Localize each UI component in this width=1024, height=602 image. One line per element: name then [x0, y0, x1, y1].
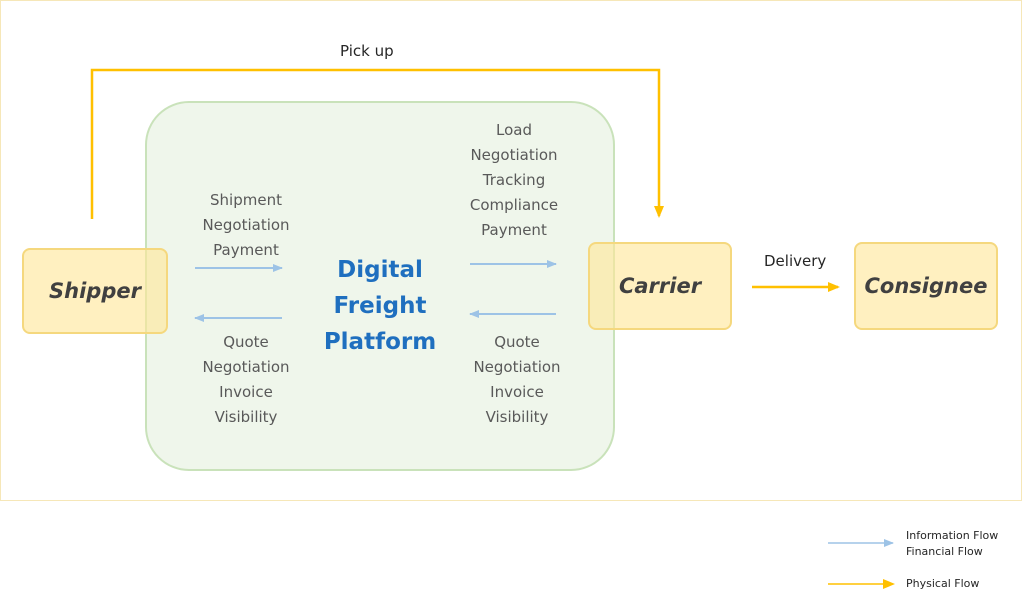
delivery-label: Delivery	[764, 252, 827, 270]
flow-item: Negotiation	[473, 358, 561, 376]
platform-title-line-1: Digital Freight	[333, 257, 427, 319]
flow-item: Load	[496, 121, 532, 139]
flow-item: Invoice	[219, 383, 273, 401]
flow-item: Payment	[481, 221, 547, 239]
flow-item: Shipment	[210, 191, 282, 209]
shipper-label: Shipper	[49, 279, 141, 303]
flow-item: Invoice	[490, 383, 544, 401]
flow-item: Payment	[213, 241, 279, 259]
platform-title: Digital Freight Platform	[290, 252, 470, 360]
flow-item: Visibility	[485, 408, 549, 426]
consignee-label: Consignee	[864, 274, 988, 298]
flow-item: Compliance	[469, 196, 559, 214]
shipper-node: Shipper	[22, 248, 168, 334]
flow-item: Negotiation	[470, 146, 558, 164]
flow-item: Negotiation	[202, 358, 290, 376]
flow-item: Quote	[223, 333, 269, 351]
legend-information-text: Information Flow Financial Flow	[906, 528, 998, 560]
flow-item: Tracking	[482, 171, 546, 189]
flow-item: Quote	[494, 333, 540, 351]
pickup-label: Pick up	[340, 42, 394, 60]
consignee-node: Consignee	[854, 242, 998, 330]
flow-item: Visibility	[214, 408, 278, 426]
diagram-frame	[0, 0, 1022, 501]
legend-financial-label: Financial Flow	[906, 545, 983, 558]
carrier-label: Carrier	[618, 274, 702, 298]
legend-information-label: Information Flow	[906, 529, 999, 542]
carrier-node: Carrier	[588, 242, 732, 330]
legend-physical-label: Physical Flow	[906, 577, 980, 590]
platform-title-line-2: Platform	[323, 329, 437, 355]
flow-item: Negotiation	[202, 216, 290, 234]
